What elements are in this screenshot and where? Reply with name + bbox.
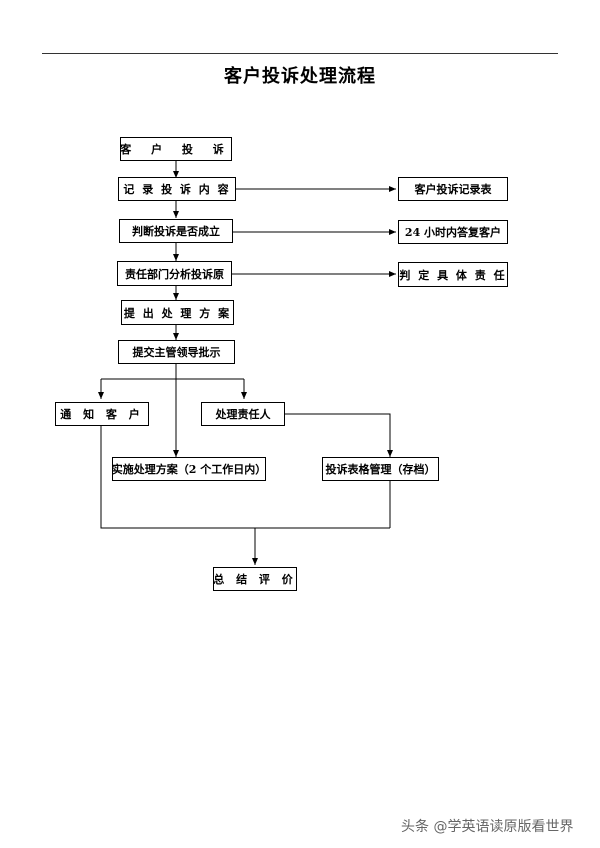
node-complaint-record-form: 客户投诉记录表 bbox=[398, 177, 508, 201]
node-determine-responsibility: 判 定 具 体 责 任 bbox=[398, 262, 508, 287]
node-notify-customer: 通 知 客 户 bbox=[55, 402, 149, 426]
header-rule bbox=[42, 53, 558, 54]
node-record-complaint: 记 录 投 诉 内 容 bbox=[118, 177, 236, 201]
node-form-management: 投诉表格管理（存档） bbox=[322, 457, 439, 481]
watermark-text: 头条 @学英语读原版看世界 bbox=[401, 819, 574, 835]
node-dept-analysis: 责任部门分析投诉原 bbox=[117, 261, 232, 286]
node-propose-plan: 提 出 处 理 方 案 bbox=[121, 300, 234, 325]
merge-from-notify bbox=[100, 426, 390, 529]
node-customer-complaint: 客 户 投 诉 bbox=[120, 137, 232, 161]
node-reply-24h: 24 小时内答复客户 bbox=[398, 220, 508, 244]
page-title: 客户投诉处理流程 bbox=[224, 66, 376, 87]
node-handle-responsible: 处理责任人 bbox=[201, 402, 285, 426]
arrow-handler-to-form-management bbox=[285, 413, 393, 457]
node-submit-approval: 提交主管领导批示 bbox=[118, 340, 235, 364]
node-implement-plan: 实施处理方案（2 个工作日内） bbox=[112, 457, 266, 481]
node-judge-validity: 判断投诉是否成立 bbox=[119, 219, 233, 243]
node-summary-evaluation: 总 结 评 价 bbox=[213, 567, 297, 591]
